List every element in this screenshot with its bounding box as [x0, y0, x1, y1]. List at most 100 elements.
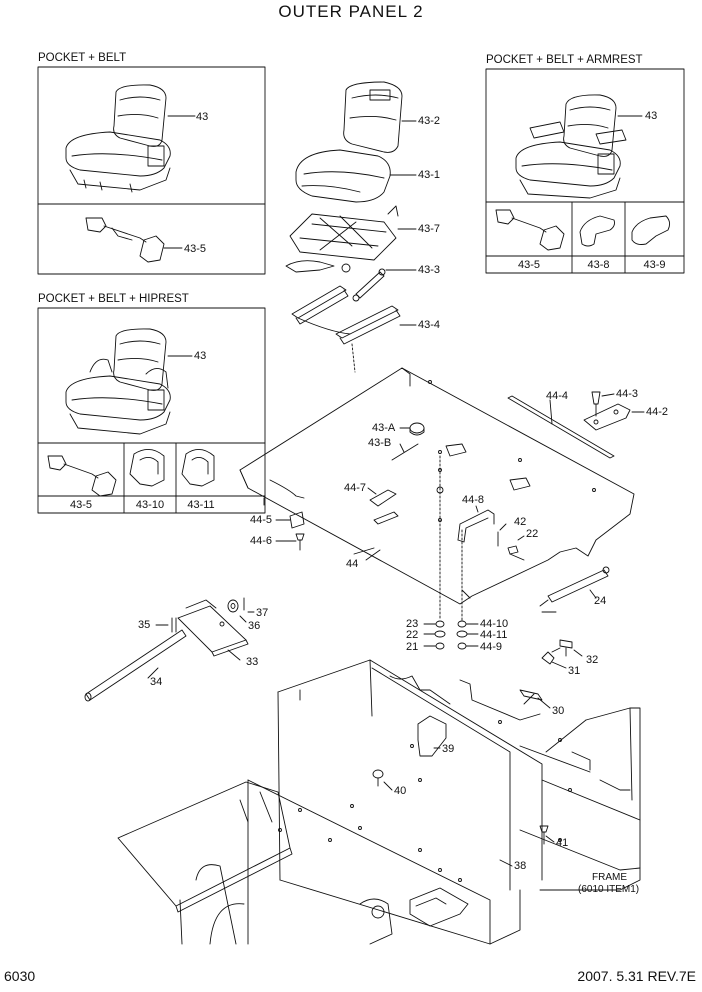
inset3-cell-43-11: 43-11 — [187, 499, 215, 511]
callout-22-lower: 22 — [406, 629, 419, 641]
callout-43-7: 43-7 — [418, 223, 441, 235]
pin-42 — [497, 523, 507, 547]
washer-36 — [227, 599, 247, 623]
inset3-label-43: 43 — [194, 350, 207, 362]
armrest-part-43-8 — [579, 215, 615, 247]
callout-21: 21 — [406, 641, 419, 653]
callout-44-11: 44-11 — [480, 629, 508, 641]
bolt-44-6 — [275, 533, 305, 551]
bracket-39 — [417, 715, 447, 757]
callout-44-8: 44-8 — [462, 494, 485, 506]
callout-36: 36 — [248, 620, 261, 632]
callout-44-6: 44-6 — [250, 535, 273, 547]
page-number: 6030 — [4, 968, 36, 984]
inset2-cell-43-5: 43-5 — [517, 259, 541, 271]
callout-35: 35 — [138, 619, 151, 631]
pin-37 — [243, 597, 255, 613]
inset2-cell-43-9: 43-9 — [643, 259, 666, 271]
bolt-32 — [551, 639, 583, 657]
callout-40: 40 — [394, 785, 407, 797]
bolt-44-3 — [591, 391, 615, 417]
inset-pocket-belt-box — [37, 66, 266, 275]
callout-41: 41 — [556, 837, 569, 849]
bolt-41 — [539, 825, 555, 845]
knob-40 — [372, 769, 393, 791]
callout-43-4: 43-4 — [418, 319, 441, 331]
callout-32: 32 — [586, 654, 599, 666]
inset2-cell-43-8: 43-8 — [587, 259, 610, 271]
inset-heading-armrest: POCKET + BELT + ARMREST — [486, 54, 643, 66]
clip-22a — [507, 535, 525, 561]
seat-back-43-2 — [343, 81, 417, 153]
pin-30 — [519, 689, 551, 709]
inset1-label-43: 43 — [196, 111, 209, 123]
revision-stamp: 2007. 5.31 REV.7E — [577, 968, 696, 984]
callout-44: 44 — [346, 558, 359, 570]
panel-44-leader — [365, 549, 381, 561]
callout-31: 31 — [568, 665, 581, 677]
callout-30: 30 — [552, 705, 565, 717]
inset-armrest-box — [485, 68, 685, 274]
callout-43-2: 43-2 — [418, 115, 441, 127]
callout-24: 24 — [594, 595, 607, 607]
callout-23: 23 — [406, 618, 419, 630]
clip-31 — [541, 651, 567, 669]
inset3-cell-43-10: 43-10 — [135, 499, 165, 511]
rod-34 — [84, 629, 187, 702]
callout-44-2: 44-2 — [646, 406, 669, 418]
callout-43-1: 43-1 — [418, 169, 441, 181]
handle-44-8 — [457, 505, 495, 543]
callout-43-B: 43-B — [368, 437, 392, 449]
pin-35 — [155, 617, 177, 633]
callout-43-3: 43-3 — [418, 264, 441, 276]
callout-44-3: 44-3 — [616, 388, 639, 400]
callout-33: 33 — [246, 656, 259, 668]
hardware-stack — [423, 455, 479, 650]
block-44-5 — [275, 511, 305, 529]
frame-assembly — [117, 659, 641, 945]
callout-22-upper: 22 — [526, 528, 539, 540]
seat-sketch-3 — [65, 328, 193, 435]
inset2-label-43: 43 — [645, 110, 658, 122]
seat-sketch-1 — [65, 84, 196, 193]
callout-44-9: 44-9 — [480, 641, 503, 653]
callout-44-4: 44-4 — [546, 390, 569, 402]
bracket-44-2 — [583, 403, 645, 431]
plate-38 — [499, 859, 513, 867]
callout-44-10: 44-10 — [480, 618, 509, 630]
damper-43-3 — [352, 268, 417, 302]
callout-38: 38 — [514, 860, 527, 872]
inset-hiprest-box — [37, 307, 266, 514]
page-title: OUTER PANEL 2 — [278, 2, 424, 21]
latch-44-7 — [367, 487, 399, 525]
belt-sketch-3 — [47, 455, 117, 497]
callout-43-A: 43-A — [372, 422, 396, 434]
callout-44-5: 44-5 — [250, 514, 273, 526]
frame-note-line1: FRAME — [592, 872, 627, 883]
inset3-cell-43-5: 43-5 — [69, 499, 93, 511]
inset-heading-pocket-belt: POCKET + BELT — [38, 52, 127, 64]
hiprest-part-43-11 — [181, 449, 215, 487]
belt-sketch-2 — [495, 209, 565, 251]
panel-44 — [239, 367, 635, 605]
callout-42: 42 — [514, 516, 527, 528]
callout-34: 34 — [150, 676, 163, 688]
frame-note-line2: (6010 ITEM1) — [578, 884, 640, 895]
callout-44-7: 44-7 — [344, 482, 367, 494]
seat-sketch-2 — [515, 94, 643, 199]
callout-39: 39 — [442, 743, 455, 755]
rail-43-4 — [291, 285, 417, 373]
plate-33 — [177, 599, 249, 661]
strut-24 — [539, 566, 610, 613]
hiprest-part-43-10 — [129, 449, 165, 487]
inset1-label-43-5: 43-5 — [184, 243, 207, 255]
inset-heading-hiprest: POCKET + BELT + HIPREST — [38, 293, 189, 305]
armrest-part-43-9 — [631, 215, 671, 245]
suspension-43-7 — [285, 205, 417, 273]
callout-37: 37 — [256, 607, 269, 619]
seat-cushion-43-1 — [295, 149, 417, 203]
wire-43-B — [391, 443, 419, 461]
rod-44-4 — [507, 395, 615, 459]
belt-sketch-1 — [85, 217, 183, 263]
